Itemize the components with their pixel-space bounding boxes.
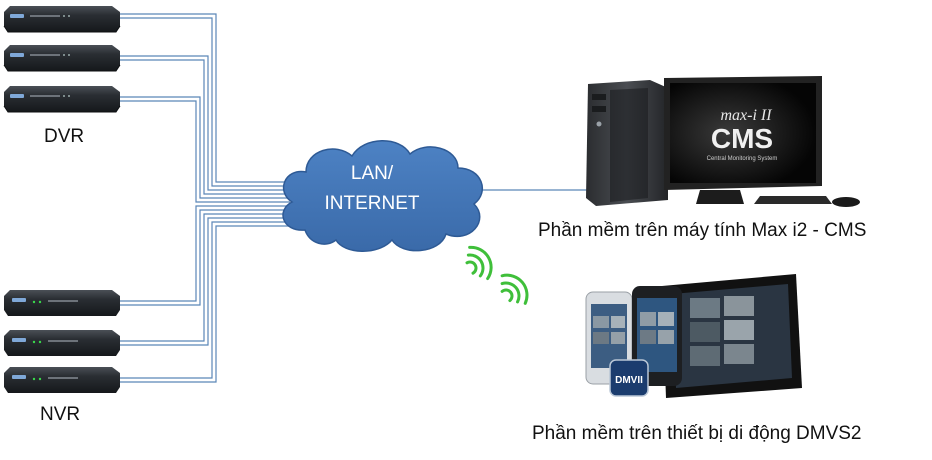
mobile-devices-icon: DMVII: [585, 274, 802, 398]
dvr-wires: [118, 13, 290, 203]
nvr-wire-2: [118, 209, 290, 306]
monitor-logo-line3: Central Monitoring System: [707, 156, 778, 162]
monitor-logo-line1: max-i II: [720, 107, 772, 124]
monitor-logo-line2: CMS: [711, 123, 773, 154]
monitor-icon: [664, 76, 860, 207]
nvr-wire-5: [118, 221, 290, 379]
dvr-wire-5: [118, 96, 290, 199]
pc-tower-icon: [586, 80, 668, 206]
nvr-wire-6: [118, 225, 290, 383]
cms-software-label: Phần mềm trên máy tính Max i2 - CMS: [538, 220, 867, 241]
nvr-label: NVR: [40, 404, 81, 425]
cloud-label-line1: LAN/: [350, 163, 394, 184]
nvr-device-3: [4, 367, 120, 393]
nvr-device-2: [4, 330, 120, 356]
dvr-wire-6: [118, 100, 290, 203]
nvr-wire-3: [118, 213, 290, 342]
dvr-device-1: [3, 6, 121, 33]
nvr-device-1: [4, 290, 120, 316]
dvr-devices: [3, 6, 121, 113]
nvr-wire-4: [118, 217, 290, 346]
cloud-label-line2: INTERNET: [324, 193, 420, 214]
dvr-wire-1: [118, 13, 290, 183]
dvr-label: DVR: [44, 126, 85, 147]
dvr-wire-3: [118, 55, 290, 191]
dvr-wire-2: [118, 17, 290, 187]
mobile-software-label: Phần mềm trên thiết bị di động DMVS2: [532, 423, 862, 444]
dvr-wire-4: [118, 59, 290, 195]
app-badge-text: DMVII: [615, 375, 643, 386]
dvr-device-3: [3, 86, 121, 113]
nvr-wire-1: [118, 205, 290, 302]
wifi-signal-icon: [465, 245, 529, 305]
nvr-devices: [4, 290, 120, 393]
dvr-device-2: [3, 45, 121, 72]
nvr-wires: [118, 205, 290, 383]
lan-internet-cloud-icon: [282, 140, 484, 252]
